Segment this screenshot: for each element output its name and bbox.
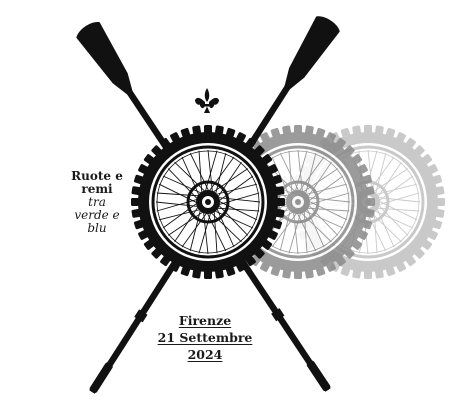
event-city: Firenze <box>178 313 232 328</box>
event-year: 2024 <box>187 347 223 362</box>
tagline-line-1: Ruote e <box>71 169 123 183</box>
main-wheel <box>131 125 285 279</box>
tagline-line-3: tra <box>88 195 106 209</box>
event-info: Firenze 21 Settembre 2024 <box>150 312 260 363</box>
tagline-line-2: remi <box>81 182 113 196</box>
tagline: Ruote e remi tra verde e blu <box>62 170 132 235</box>
tagline-line-4: verde e <box>74 208 120 222</box>
tagline-line-5: blu <box>87 221 107 235</box>
event-date: 21 Settembre <box>157 330 253 345</box>
florence-lily-icon <box>195 88 219 113</box>
